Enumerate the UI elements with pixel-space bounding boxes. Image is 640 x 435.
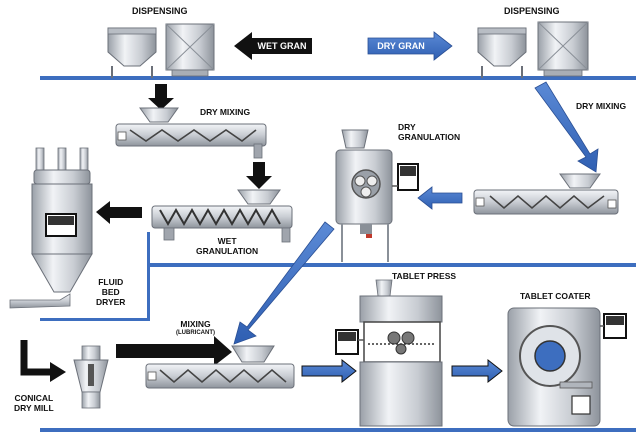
arrow-to-tablet-press bbox=[301, 358, 357, 384]
dry-gran-arrow bbox=[367, 31, 453, 61]
arrow-to-conical-mill bbox=[20, 340, 54, 376]
label-mixing-line1: MIXING bbox=[180, 319, 211, 329]
label-dry-mixing-left: DRY MIXING bbox=[200, 107, 251, 117]
label-fluid-bed-dryer: FLUID BED DRYER bbox=[96, 277, 126, 307]
connector-line-left bbox=[147, 265, 150, 320]
floor-line-top bbox=[40, 76, 636, 80]
fluid-bed-dryer bbox=[9, 147, 93, 309]
label-fluid-bed-line2: BED bbox=[101, 286, 120, 297]
label-dry-mixing-right: DRY MIXING bbox=[576, 101, 627, 111]
arrow-head-conical-mill bbox=[50, 362, 66, 382]
dry-mixer-right bbox=[473, 173, 619, 215]
label-conical-dry-mill: CONICAL DRY MILL bbox=[14, 393, 54, 414]
dry-granulator bbox=[335, 129, 419, 262]
label-dispensing-right: DISPENSING bbox=[504, 6, 560, 16]
connector-line-dryer bbox=[147, 232, 150, 267]
down-arrow-dispensing bbox=[148, 84, 174, 110]
dispensing-bins-right bbox=[477, 21, 589, 78]
label-dry-granulation: DRY GRANULATION bbox=[398, 122, 461, 143]
down-arrow-wet-gran bbox=[246, 162, 272, 189]
arrow-to-tablet-coater bbox=[451, 358, 503, 384]
label-fluid-bed-line3: DRYER bbox=[96, 296, 126, 307]
label-tablet-press: TABLET PRESS bbox=[392, 271, 457, 281]
label-tablet-coater: TABLET COATER bbox=[520, 291, 591, 301]
left-arrow-fluid-bed bbox=[96, 201, 142, 224]
label-fluid-bed-line1: FLUID bbox=[98, 277, 124, 287]
blue-arrow-dry-mixing bbox=[534, 81, 599, 173]
label-mixing-sub: (LUBRICANT) bbox=[176, 329, 215, 336]
connector-line-left-h bbox=[40, 318, 150, 321]
label-wet-granulation-line2: GRANULATION bbox=[196, 245, 259, 256]
tablet-coater bbox=[507, 307, 627, 427]
conical-dry-mill bbox=[73, 345, 109, 409]
dry-mixer-left bbox=[115, 107, 267, 159]
floor-line-bottom bbox=[40, 428, 636, 432]
arrow-to-mixing bbox=[116, 336, 232, 366]
lubricant-mixer bbox=[145, 345, 295, 389]
dispensing-bins-left bbox=[107, 23, 215, 78]
label-dispensing-left: DISPENSING bbox=[132, 6, 188, 16]
label-dry-gran: DRY GRAN bbox=[377, 41, 425, 51]
label-wet-granulation-line1: WET bbox=[217, 236, 237, 246]
wet-gran-arrow bbox=[234, 32, 312, 60]
label-conical-line2: DRY MILL bbox=[14, 402, 54, 413]
blue-arrow-dry-gran bbox=[417, 186, 463, 210]
label-wet-granulation: WET GRANULATION bbox=[196, 236, 259, 257]
blue-arrow-to-mixing bbox=[233, 221, 335, 345]
wet-granulator bbox=[151, 189, 293, 243]
label-wet-gran: WET GRAN bbox=[257, 41, 307, 51]
label-mixing: MIXING (LUBRICANT) bbox=[176, 319, 215, 337]
floor-line-middle bbox=[150, 263, 636, 267]
label-conical-line1: CONICAL bbox=[14, 393, 54, 403]
tablet-press bbox=[335, 279, 443, 427]
label-dry-granulation-line1: DRY bbox=[398, 122, 416, 132]
label-dry-granulation-line2: GRANULATION bbox=[398, 131, 461, 142]
